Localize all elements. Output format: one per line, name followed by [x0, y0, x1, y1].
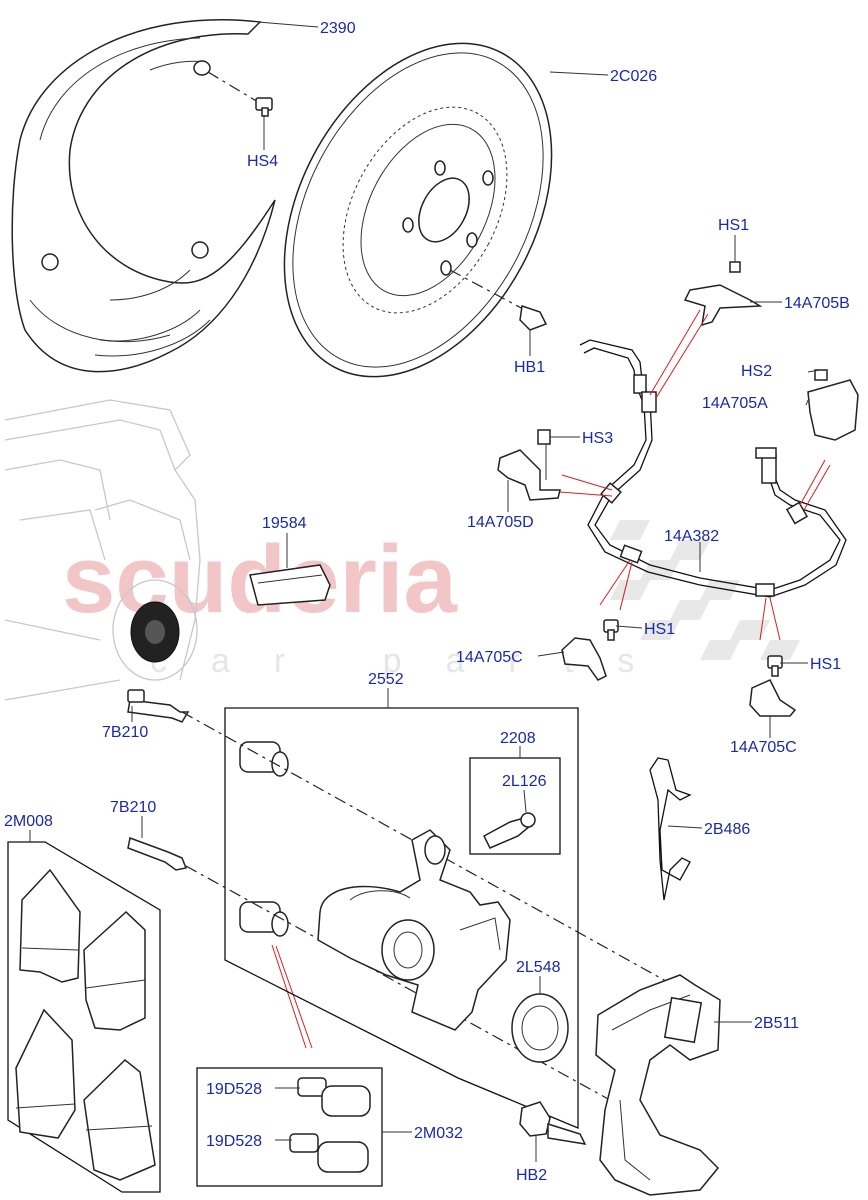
label-HS1-top: HS1	[718, 217, 749, 234]
brake-hose	[579, 339, 847, 598]
vehicle-silhouette	[4, 399, 201, 701]
label-HB1: HB1	[514, 359, 545, 376]
label-14A705A: 14A705A	[702, 395, 768, 412]
label-19584: 19584	[262, 515, 307, 532]
bolt-HB2	[519, 1101, 587, 1145]
screw-HS4	[207, 71, 273, 117]
label-leaders	[29, 21, 821, 1162]
bolt-HB1	[449, 269, 548, 331]
label-2C026: 2C026	[610, 68, 657, 85]
label-2B486: 2B486	[704, 821, 750, 838]
label-2L126: 2L126	[502, 773, 547, 790]
grease-packet	[249, 564, 331, 606]
bracket-14A705A	[807, 369, 859, 441]
bracket-14A705C-left	[561, 637, 607, 681]
anti-rattle-spring	[649, 757, 692, 901]
bracket-14A705D	[497, 429, 561, 501]
label-19D528-a: 19D528	[206, 1081, 262, 1098]
label-14A705D: 14A705D	[467, 514, 534, 531]
bushing-bottom	[239, 901, 289, 937]
guide-kit-box	[196, 1067, 383, 1187]
label-2390: 2390	[320, 20, 356, 37]
label-2B511: 2B511	[754, 1015, 799, 1032]
label-7B210-top: 7B210	[102, 724, 148, 741]
caliper-carrier	[595, 974, 721, 1196]
guide-pin-top	[127, 689, 190, 723]
bracket-14A705B	[683, 261, 763, 327]
dust-shield	[11, 18, 276, 373]
label-2208: 2208	[500, 730, 536, 747]
label-7B210-bottom: 7B210	[110, 799, 156, 816]
brake-disc	[283, 42, 553, 378]
label-2M008: 2M008	[4, 813, 53, 830]
watermark-sub: car parts	[150, 642, 678, 680]
caliper-body	[317, 829, 511, 1031]
label-HS3: HS3	[582, 430, 613, 447]
guide-pin-bottom	[127, 836, 188, 871]
label-14A705B: 14A705B	[784, 295, 850, 312]
bolt-HS1-mid	[603, 619, 619, 641]
axis-line-top	[181, 711, 701, 1001]
bleed-screw-box	[469, 757, 561, 855]
label-14A382: 14A382	[664, 528, 719, 545]
label-2552: 2552	[368, 671, 404, 688]
brake-pads-box	[7, 841, 161, 1193]
label-HS1-mid: HS1	[644, 621, 675, 638]
bolt-HS1-right	[767, 655, 783, 677]
caliper-group-frame	[224, 707, 579, 1129]
label-HS4: HS4	[247, 153, 278, 170]
watermark-checker	[610, 520, 800, 660]
label-2M032: 2M032	[414, 1125, 463, 1142]
label-14A705C-left: 14A705C	[456, 649, 523, 666]
piston-seal	[511, 993, 569, 1063]
label-19D528-b: 19D528	[206, 1133, 262, 1150]
label-HS1-right: HS1	[810, 656, 841, 673]
red-leaders	[271, 309, 831, 1049]
label-2L548: 2L548	[516, 959, 561, 976]
label-14A705C-right: 14A705C	[730, 739, 797, 756]
label-HB2: HB2	[516, 1167, 547, 1184]
label-HS2: HS2	[741, 363, 772, 380]
bracket-14A705C-right	[749, 679, 797, 717]
bushing-top	[239, 741, 289, 777]
